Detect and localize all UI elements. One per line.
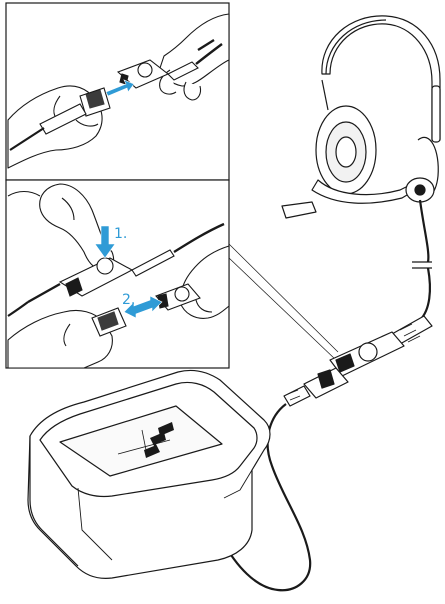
inset-panel-disconnect: 1. 2. bbox=[6, 180, 229, 368]
release-button bbox=[359, 343, 377, 361]
step-2-label: 2. bbox=[122, 292, 135, 308]
strain-relief-bottom bbox=[284, 386, 310, 406]
microphone-capsule bbox=[282, 202, 316, 218]
inset-panel-connect bbox=[6, 3, 229, 180]
headset-cable bbox=[412, 200, 432, 320]
base-station bbox=[28, 370, 270, 578]
headset bbox=[282, 16, 440, 218]
step-1-label: 1. bbox=[114, 226, 127, 242]
slider-right bbox=[432, 86, 440, 142]
callout-lines bbox=[229, 244, 338, 360]
inline-control-unit bbox=[284, 316, 432, 406]
